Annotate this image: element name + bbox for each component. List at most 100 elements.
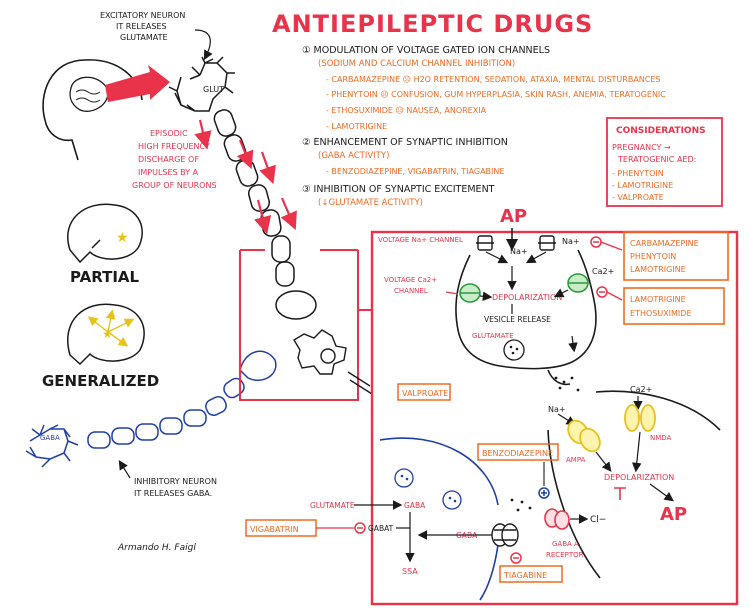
considerations-line1: PREGNANCY → — [612, 143, 671, 152]
episodic-note-line: GROUP OF NEURONS — [132, 181, 217, 190]
channel-label: CHANNEL — [394, 287, 428, 295]
drug-benzodiazepine: BENZODIAZEPINE — [482, 449, 553, 458]
ap-top-label: AP — [500, 206, 527, 227]
partial-star-icon: ★ — [116, 230, 129, 246]
drug-ethosuximide: ETHOSUXIMIDE — [630, 309, 692, 318]
drug-tiagabine: TIAGABINE — [503, 571, 547, 580]
gaba-label: GABA — [404, 501, 426, 510]
considerations-item: - LAMOTRIGINE — [612, 181, 673, 190]
drug-lamotrigine-ca: LAMOTRIGINE — [630, 295, 686, 304]
mechanism-1-item-lamotrigine: - LAMOTRIGINE — [326, 122, 387, 131]
ca-channel-left — [459, 283, 481, 303]
mechanism-3-title: ③ INHIBITION OF SYNAPTIC EXCITEMENT — [302, 184, 495, 195]
episodic-discharge-note: EPISODIC HIGH FREQUENCY DISCHARGE OF IMP… — [132, 129, 217, 190]
glutamate-label: GLUTAMATE — [472, 332, 514, 340]
gaba-vesicle — [394, 468, 414, 488]
na-channel-left — [476, 235, 494, 251]
generalized-seizure-brain — [67, 303, 145, 366]
benzodiazepine-box: BENZODIAZEPINE — [477, 443, 559, 461]
na-label-right: Na+ — [562, 237, 580, 246]
na-label: Na+ — [510, 247, 528, 256]
gaba-a-receptor — [544, 508, 570, 530]
glut-label: GLUT — [203, 85, 224, 94]
ssa-label: SSA — [402, 567, 418, 576]
enhance-gaba-icon — [538, 487, 550, 499]
released-glutamate — [554, 376, 580, 392]
gaba-terminal — [379, 437, 499, 601]
inhibitory-neuron-note: INHIBITORY NEURON — [134, 477, 217, 486]
excitatory-neuron — [168, 56, 317, 320]
signature: Armando H. Faigl — [117, 543, 196, 553]
receptor-label: RECEPTOR — [546, 551, 584, 559]
episodic-note-line: DISCHARGE OF — [138, 155, 199, 164]
episodic-note-line: HIGH FREQUENCY — [138, 142, 210, 151]
drug-carbamazepine: CARBAMAZEPINE — [630, 239, 699, 248]
excitatory-neuron-note: GLUTAMATE — [120, 33, 168, 42]
mechanism-1-subtitle: (SODIUM AND CALCIUM CHANNEL INHIBITION) — [318, 59, 515, 69]
ca-post-label: Ca2+ — [630, 385, 652, 394]
postsynaptic-membrane — [547, 390, 721, 579]
tiagabine-box: TIAGABINE — [499, 565, 563, 583]
ampa-receptor — [567, 419, 601, 453]
voltage-ca-label: VOLTAGE Ca2+ — [384, 276, 437, 284]
drug-valproate: VALPROATE — [402, 389, 448, 398]
considerations-item: - PHENYTOIN — [612, 169, 664, 178]
ap-post-label: AP — [660, 504, 687, 525]
glutamate-vesicle — [503, 339, 525, 361]
inhibitory-neuron — [25, 350, 277, 468]
excitatory-neuron-note: IT RELEASES — [116, 22, 167, 31]
partial-label: PARTIAL — [70, 268, 140, 286]
ca-channel-right — [567, 273, 589, 293]
drug-lamotrigine: LAMOTRIGINE — [630, 265, 686, 274]
page-title: ANTIEPILEPTIC DRUGS — [272, 10, 593, 38]
ca-label: Ca2+ — [592, 267, 614, 276]
synapse-panel — [370, 230, 739, 606]
mechanism-1-item-carbamazepine: - CARBAMAZEPINE ☹ H2O RETENTION, SEDATIO… — [326, 75, 661, 84]
ampa-label: AMPA — [566, 456, 586, 464]
excitatory-neuron-note: EXCITATORY NEURON — [100, 11, 185, 20]
mechanism-2-items: - BENZODIAZEPINE, VIGABATRIN, TIAGABINE — [326, 167, 504, 176]
mechanism-2-title: ② ENHANCEMENT OF SYNAPTIC INHIBITION — [302, 137, 508, 148]
mechanism-1-title: ① MODULATION OF VOLTAGE GATED ION CHANNE… — [302, 45, 550, 56]
inhibitory-neuron-note: IT RELEASES GABA. — [134, 489, 212, 498]
voltage-na-channel-label: VOLTAGE Na+ CHANNEL — [378, 236, 463, 244]
head-illustration — [42, 59, 170, 161]
discharge-arrows — [194, 119, 297, 235]
cl-label: Cl− — [590, 515, 606, 525]
mechanism-1-item-phenytoin: - PHENYTOIN ☹ CONFUSION, GUM HYPERPLASIA… — [326, 90, 666, 99]
generalized-star-icon: ★ — [102, 327, 113, 341]
gaba-a-label: GABA A — [552, 540, 579, 548]
vesicle-release-label: VESICLE RELEASE — [484, 315, 551, 324]
seizure-focus-arrow — [105, 65, 170, 102]
depolarization-label: DEPOLARIZATION — [492, 293, 562, 302]
considerations-line2: TERATOGENIC AED: — [617, 155, 696, 164]
mechanisms-list: ① MODULATION OF VOLTAGE GATED ION CHANNE… — [302, 45, 666, 208]
inhibit-transporter-icon — [510, 552, 522, 564]
considerations-box: CONSIDERATIONS PREGNANCY → TERATOGENIC A… — [606, 117, 723, 207]
drug-vigabatrin: VIGABATRIN — [250, 525, 299, 534]
na-channel-right — [538, 235, 556, 251]
generalized-label: GENERALIZED — [42, 372, 159, 390]
nmda-receptor — [624, 404, 656, 432]
na-channel-drugs-box: CARBAMAZEPINE PHENYTOIN LAMOTRIGINE — [623, 231, 729, 281]
mechanism-3-subtitle: (↓GLUTAMATE ACTIVITY) — [318, 198, 423, 208]
partial-seizure-brain — [67, 203, 143, 264]
gabat-label: GABAT — [368, 524, 394, 533]
ca-channel-drugs-box: LAMOTRIGINE ETHOSUXIMIDE — [623, 287, 725, 325]
drug-phenytoin: PHENYTOIN — [630, 252, 676, 261]
na-post-label: Na+ — [548, 405, 566, 414]
mechanism-2-subtitle: (GABA ACTIVITY) — [318, 151, 389, 161]
episodic-note-line: IMPULSES BY A — [138, 168, 199, 177]
nmda-label: NMDA — [650, 434, 672, 442]
inhibit-na-icon — [590, 236, 602, 248]
vigabatrin-box: VIGABATRIN — [245, 519, 317, 537]
considerations-title: CONSIDERATIONS — [616, 126, 706, 136]
episodic-note-line: EPISODIC — [150, 129, 188, 138]
gaba-soma-label: GABA — [40, 434, 60, 442]
glial-cell — [293, 329, 373, 395]
inhibit-gabat-icon — [354, 522, 366, 534]
considerations-item: - VALPROATE — [612, 193, 664, 202]
generalized-spread-arrows — [87, 309, 135, 347]
gaba-vesicle — [442, 490, 462, 510]
